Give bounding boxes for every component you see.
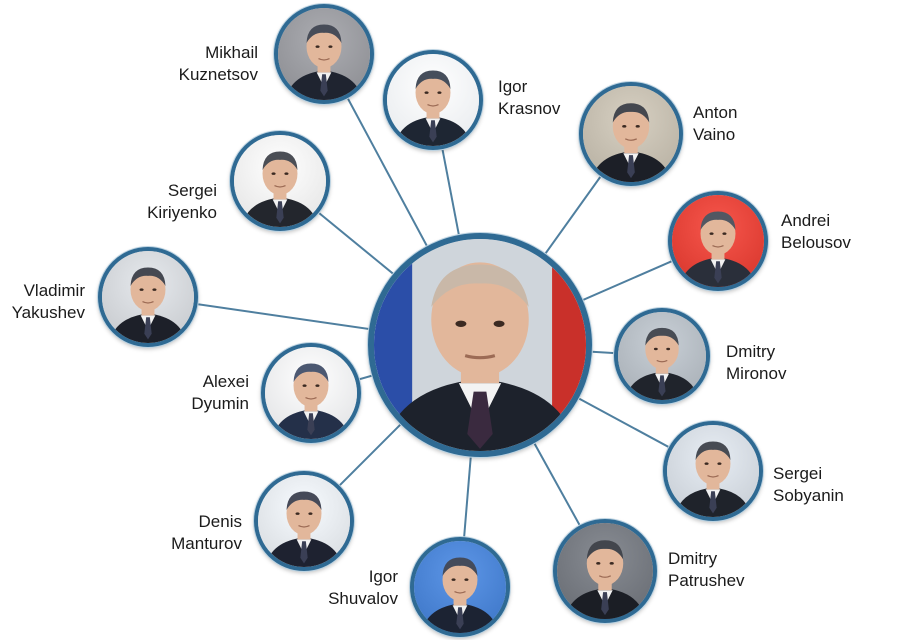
anton-vaino-portrait xyxy=(583,86,679,182)
andrei-belousov-node xyxy=(668,191,768,291)
mikhail-kuznetsov-portrait xyxy=(278,8,370,100)
andrei-belousov-portrait xyxy=(672,195,764,287)
first-name: Anton xyxy=(693,103,738,122)
sergei-kiriyenko-portrait xyxy=(234,135,326,227)
first-name: Sergei xyxy=(773,464,823,483)
first-name: Andrei xyxy=(781,211,831,230)
sergei-kiriyenko-node xyxy=(230,131,330,231)
last-name: Shuvalov xyxy=(328,589,398,608)
last-name: Manturov xyxy=(171,534,242,553)
dmitry-patrushev-portrait xyxy=(557,523,653,619)
first-name: Igor xyxy=(368,567,398,586)
first-name: Sergei xyxy=(167,181,217,200)
igor-shuvalov-node xyxy=(410,537,510,637)
first-name: Denis xyxy=(198,512,242,531)
last-name: Belousov xyxy=(781,233,851,252)
igor-krasnov-node xyxy=(383,50,483,150)
alexei-dyumin-portrait xyxy=(265,347,357,439)
dmitry-mironov-node xyxy=(614,308,710,404)
last-name: Yakushev xyxy=(11,303,85,322)
igor-shuvalov-portrait xyxy=(414,541,506,633)
first-name: Mikhail xyxy=(205,43,258,62)
last-name: Krasnov xyxy=(498,99,561,118)
igor-krasnov-portrait xyxy=(387,54,479,146)
alexei-dyumin-node xyxy=(261,343,361,443)
sergei-sobyanin-node xyxy=(663,421,763,521)
vladimir-yakushev-node xyxy=(98,247,198,347)
first-name: Vladimir xyxy=(23,281,85,300)
vladimir-yakushev-portrait xyxy=(102,251,194,343)
first-name: Igor xyxy=(498,77,528,96)
last-name: Dyumin xyxy=(191,394,249,413)
last-name: Kiriyenko xyxy=(147,203,217,222)
last-name: Kuznetsov xyxy=(178,65,258,84)
last-name: Mironov xyxy=(726,364,787,383)
center-portrait xyxy=(374,239,586,451)
sergei-sobyanin-portrait xyxy=(667,425,759,517)
last-name: Sobyanin xyxy=(773,486,844,505)
first-name: Alexei xyxy=(202,372,249,391)
dmitry-patrushev-node xyxy=(553,519,657,623)
denis-manturov-portrait xyxy=(258,475,350,567)
denis-manturov-node xyxy=(254,471,354,571)
anton-vaino-node xyxy=(579,82,683,186)
mikhail-kuznetsov-node xyxy=(274,4,374,104)
center-node xyxy=(368,233,592,457)
last-name: Patrushev xyxy=(668,571,745,590)
first-name: Dmitry xyxy=(726,342,776,361)
first-name: Dmitry xyxy=(668,549,718,568)
dmitry-mironov-portrait xyxy=(618,312,706,400)
last-name: Vaino xyxy=(693,125,736,144)
